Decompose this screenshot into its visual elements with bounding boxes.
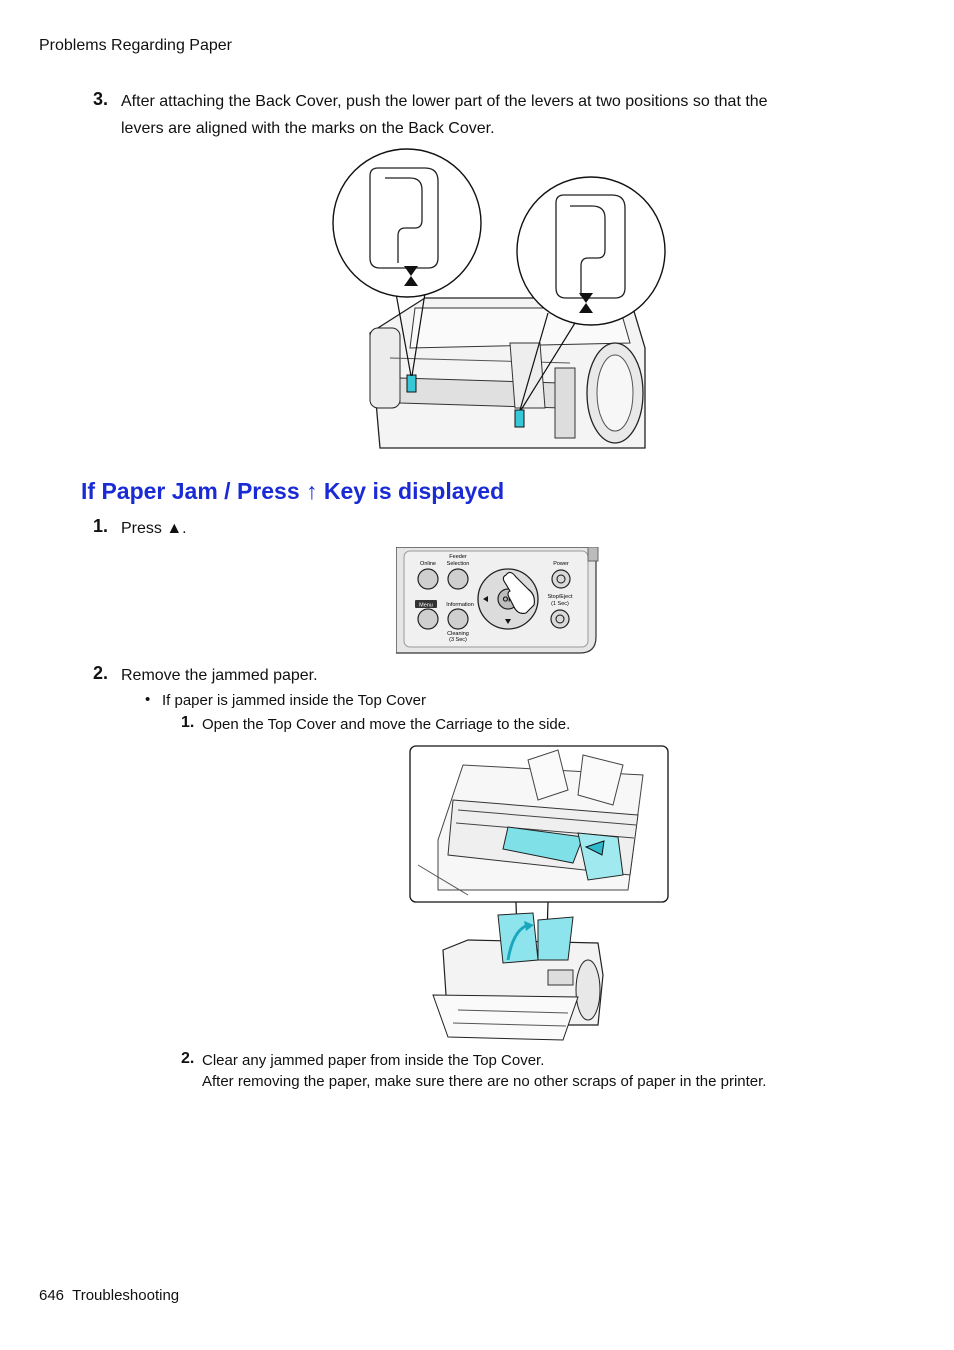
substep-number: 2. xyxy=(181,1050,195,1067)
panel-label-selection: Selection xyxy=(447,561,470,567)
menu-button[interactable] xyxy=(417,608,439,630)
panel-label-ok: OK xyxy=(503,597,514,604)
step-text: Press ▲. xyxy=(121,520,187,537)
panel-label-cleaning-time: (3 Sec) xyxy=(449,637,467,643)
panel-label-menu: Menu xyxy=(419,603,433,609)
step-text-line: levers are aligned with the marks on the… xyxy=(121,120,495,137)
control-panel-illustration: Online Feeder Selection Power Menu Infor… xyxy=(396,547,599,654)
substep-number: 1. xyxy=(181,714,195,731)
panel-label-power: Power xyxy=(553,561,569,567)
panel-label-cleaning: Cleaning xyxy=(447,631,469,637)
step-number: 2. xyxy=(93,663,109,683)
move-arrow-icon xyxy=(584,840,605,856)
bullet-text: If paper is jammed inside the Top Cover xyxy=(162,692,427,709)
stop-icon xyxy=(555,614,565,624)
step-text: Remove the jammed paper. xyxy=(121,667,318,684)
substep-text: Clear any jammed paper from inside the T… xyxy=(202,1052,545,1069)
step-text: After attaching the Back Cover, push the… xyxy=(121,88,768,142)
panel-label-feeder: Feeder xyxy=(449,554,467,560)
down-arrow-icon[interactable] xyxy=(505,619,511,624)
footer-chapter: Troubleshooting xyxy=(72,1287,180,1304)
page-number: 646 xyxy=(39,1287,65,1304)
power-button[interactable] xyxy=(551,569,571,589)
panel-label-online: Online xyxy=(420,561,436,567)
feeder-selection-button[interactable] xyxy=(447,568,469,590)
menu-badge xyxy=(415,600,437,608)
substep-note: After removing the paper, make sure ther… xyxy=(202,1073,767,1090)
panel-label-information: Information xyxy=(446,602,474,608)
pointing-hand-icon xyxy=(502,571,535,614)
step-text-line: After attaching the Back Cover, push the… xyxy=(121,93,768,110)
running-header: Problems Regarding Paper xyxy=(39,37,232,54)
panel-label-stop-time: (1 Sec) xyxy=(551,601,569,607)
stop-eject-button[interactable] xyxy=(550,609,570,629)
information-button[interactable] xyxy=(447,608,469,630)
bullet-mark: • xyxy=(145,691,151,708)
printer-back-cover-illustration xyxy=(332,148,666,449)
online-button[interactable] xyxy=(417,568,439,590)
left-arrow-icon[interactable] xyxy=(483,596,488,602)
section-heading: If Paper Jam / Press ↑ Key is displayed xyxy=(81,478,505,504)
step-number: 3. xyxy=(93,89,109,109)
page-footer: 646 Troubleshooting xyxy=(39,1287,179,1304)
panel-label-stop-eject: Stop/Eject xyxy=(547,594,573,600)
step-number: 1. xyxy=(93,516,109,536)
power-icon xyxy=(556,574,566,584)
substep-text: Open the Top Cover and move the Carriage… xyxy=(202,716,571,733)
top-cover-open-illustration xyxy=(409,745,669,1041)
